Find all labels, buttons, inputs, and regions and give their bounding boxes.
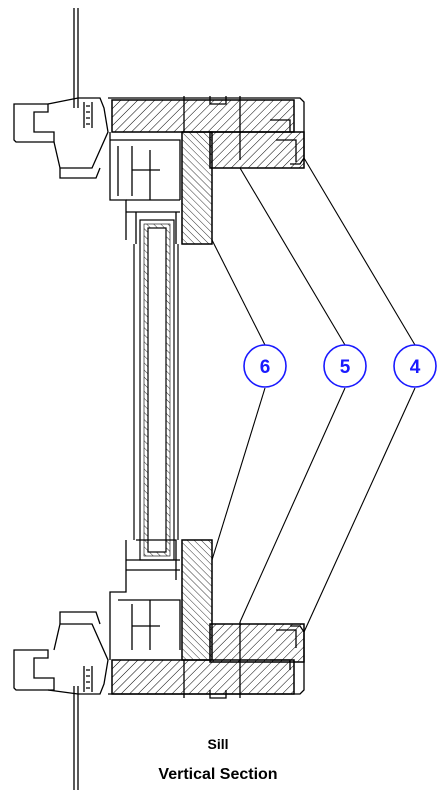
- callout-6-label: 6: [260, 357, 271, 378]
- leader-lines: [211, 157, 416, 633]
- callout-5-label: 5: [340, 357, 351, 378]
- callout-4: 4: [393, 344, 437, 388]
- callout-4-label: 4: [410, 357, 421, 378]
- glazing-unit: [133, 219, 179, 561]
- section-title: Vertical Section: [158, 766, 278, 783]
- callout-5: 5: [323, 344, 367, 388]
- sill-profile: [13, 539, 305, 790]
- callout-6: 6: [243, 344, 287, 388]
- sill-label: Sill: [207, 736, 229, 752]
- head-profile: [13, 8, 305, 245]
